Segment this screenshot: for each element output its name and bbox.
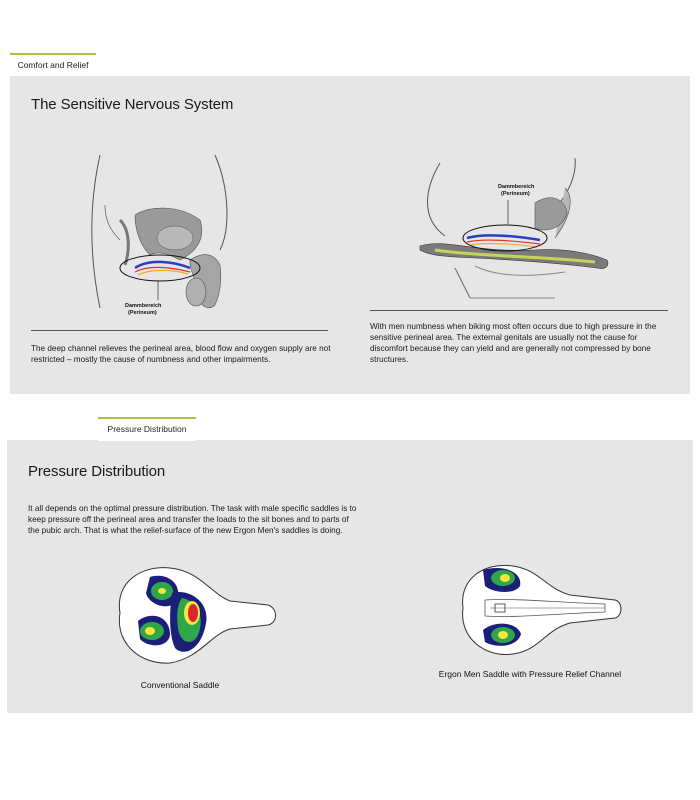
perineum-label-right-line1: Dammbereich bbox=[498, 184, 535, 190]
perineum-highlight-right bbox=[462, 224, 548, 252]
perineum-label-line1: Dammbereich bbox=[125, 303, 162, 309]
perineum-highlight bbox=[119, 254, 201, 282]
pressure-distribution-panel bbox=[7, 440, 693, 713]
perineum-label-right-line2: (Perineum) bbox=[501, 191, 530, 197]
comfort-relief-panel bbox=[10, 76, 690, 394]
anatomy-on-saddle-diagram: Dammbereich (Perineum) bbox=[419, 157, 609, 299]
section2-title: Pressure Distribution bbox=[28, 463, 166, 480]
tab-comfort-and-relief[interactable]: Comfort and Relief bbox=[10, 53, 96, 76]
ergon-saddle-heatmap bbox=[462, 564, 622, 655]
body-outline bbox=[91, 154, 101, 309]
pressure-hotspot-red bbox=[188, 604, 198, 622]
left-diagram-text: The deep channel relieves the perineal a… bbox=[31, 344, 331, 364]
left-divider bbox=[31, 330, 328, 331]
pressure-intro-text: It all depends on the optimal pressure d… bbox=[28, 504, 357, 535]
ergon-saddle-caption: Ergon Men Saddle with Pressure Relief Ch… bbox=[438, 669, 622, 679]
right-divider bbox=[370, 310, 668, 311]
tab-pressure-distribution[interactable]: Pressure Distribution bbox=[98, 417, 196, 441]
section1-title: The Sensitive Nervous System bbox=[31, 96, 234, 113]
relief-channel bbox=[484, 599, 606, 617]
channel-clip bbox=[494, 603, 506, 613]
conventional-saddle-caption: Conventional Saddle bbox=[140, 680, 220, 690]
right-diagram-text: With men numbness when biking most often… bbox=[370, 322, 657, 364]
perineum-label-line2: (Perineum) bbox=[128, 310, 157, 316]
conventional-saddle-heatmap bbox=[118, 567, 276, 664]
anatomy-side-diagram: Dammbereich (Perineum) bbox=[91, 154, 228, 316]
